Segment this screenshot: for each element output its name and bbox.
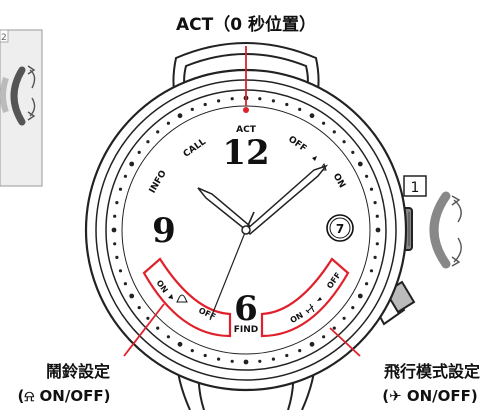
- callout-leaders: [123, 303, 361, 357]
- minute-dot: [243, 359, 249, 365]
- hour-6: 6: [234, 289, 258, 329]
- minute-dot: [375, 242, 379, 246]
- dial-label-act: ACT: [236, 125, 257, 135]
- minute-dot: [351, 306, 355, 310]
- minute-dot: [230, 97, 234, 101]
- triangle-icon: [168, 294, 173, 299]
- bell-icon: [176, 294, 188, 303]
- minute-dot: [115, 255, 119, 259]
- subdial: 7: [326, 214, 354, 242]
- watch-hands: [197, 164, 329, 321]
- minute-dot: [342, 316, 346, 320]
- minute-dot: [258, 97, 262, 101]
- flight-mode-zone: [260, 257, 350, 338]
- minute-dot: [190, 349, 194, 353]
- minute-dot: [129, 161, 135, 167]
- triangle-icon: [317, 297, 322, 301]
- second-hand: [209, 229, 247, 321]
- minute-dot: [271, 99, 275, 103]
- hour-numerals: 12 9 6: [152, 133, 270, 329]
- minute-dot: [177, 341, 183, 347]
- minute-dot: [118, 187, 123, 191]
- minute-dot: [322, 121, 326, 125]
- minute-dot: [118, 269, 123, 273]
- minute-dot: [123, 174, 127, 178]
- minute-dot: [375, 214, 379, 218]
- minute-dot: [166, 121, 170, 125]
- flight-callout-title: 飛行模式設定: [383, 362, 480, 381]
- minute-dot: [285, 102, 289, 107]
- minute-dot: [230, 359, 234, 363]
- minute-dot: [271, 357, 275, 361]
- minute-dot: [322, 335, 326, 339]
- alarm-setting-zone: [142, 257, 232, 338]
- minute-dot: [146, 140, 150, 144]
- minute-dot: [190, 107, 194, 111]
- minute-dot: [258, 359, 262, 363]
- minute-dot: [332, 130, 336, 134]
- minute-dot: [285, 353, 289, 358]
- alarm-callout-title: 鬧鈴設定: [46, 362, 110, 381]
- flight-callout-sub: (✈ ON/OFF): [382, 387, 478, 405]
- minute-dot: [373, 201, 377, 205]
- minute-dot: [177, 113, 183, 119]
- minute-dot: [351, 150, 355, 154]
- minute-dot: [217, 99, 221, 103]
- minute-dot: [115, 201, 119, 205]
- triangle-icon: [312, 156, 317, 161]
- minute-dot: [342, 140, 346, 144]
- button-1: 1: [403, 175, 427, 197]
- crown-edge-graphic: [429, 191, 451, 269]
- minute-dot: [137, 306, 141, 310]
- left-inset: 2: [0, 29, 43, 187]
- minute-dot: [375, 227, 381, 233]
- right-rotate-control: [429, 191, 462, 269]
- act-pointer: [243, 46, 249, 113]
- left-crown: [10, 66, 26, 126]
- hour-9: 9: [152, 211, 176, 251]
- minute-dot: [332, 326, 336, 330]
- minute-dot: [369, 269, 374, 273]
- minute-dot: [369, 187, 374, 191]
- minute-dot: [129, 293, 135, 299]
- minute-dot: [156, 326, 160, 330]
- minute-dots: [111, 95, 381, 365]
- left-rotate-arrows-icon: [27, 65, 36, 121]
- left-inset-label: 2: [1, 33, 7, 43]
- title-act-zero-position: ACT（0 秒位置）: [176, 14, 316, 35]
- dial-label-find: FIND: [234, 325, 259, 335]
- minute-dot: [113, 242, 117, 246]
- minute-dot: [357, 293, 363, 299]
- minute-dot: [373, 255, 377, 259]
- minute-dot: [309, 341, 315, 347]
- minute-dot: [357, 161, 363, 167]
- minute-dot: [217, 357, 221, 361]
- minute-dot: [123, 282, 127, 286]
- button-1-label: 1: [411, 180, 420, 196]
- minute-dot: [166, 335, 170, 339]
- hour-12: 12: [222, 133, 269, 173]
- minute-dot: [365, 174, 369, 178]
- subdial-value: 7: [336, 222, 344, 236]
- minute-dot: [113, 214, 117, 218]
- minute-dot: [203, 353, 207, 358]
- minute-dot: [365, 282, 369, 286]
- minute-dot: [156, 130, 160, 134]
- minute-dot: [309, 113, 315, 119]
- minute-dot: [111, 227, 117, 233]
- minute-dot: [203, 102, 207, 107]
- minute-dot: [298, 107, 302, 111]
- minute-dot: [146, 316, 150, 320]
- alarm-callout-sub: (⍾ ON/OFF): [18, 387, 111, 405]
- airplane-icon: [305, 303, 315, 314]
- rotate-arrows-icon: [451, 195, 462, 267]
- left-crown-edge: [0, 77, 9, 114]
- minute-dot: [298, 349, 302, 353]
- minute-dot: [137, 150, 141, 154]
